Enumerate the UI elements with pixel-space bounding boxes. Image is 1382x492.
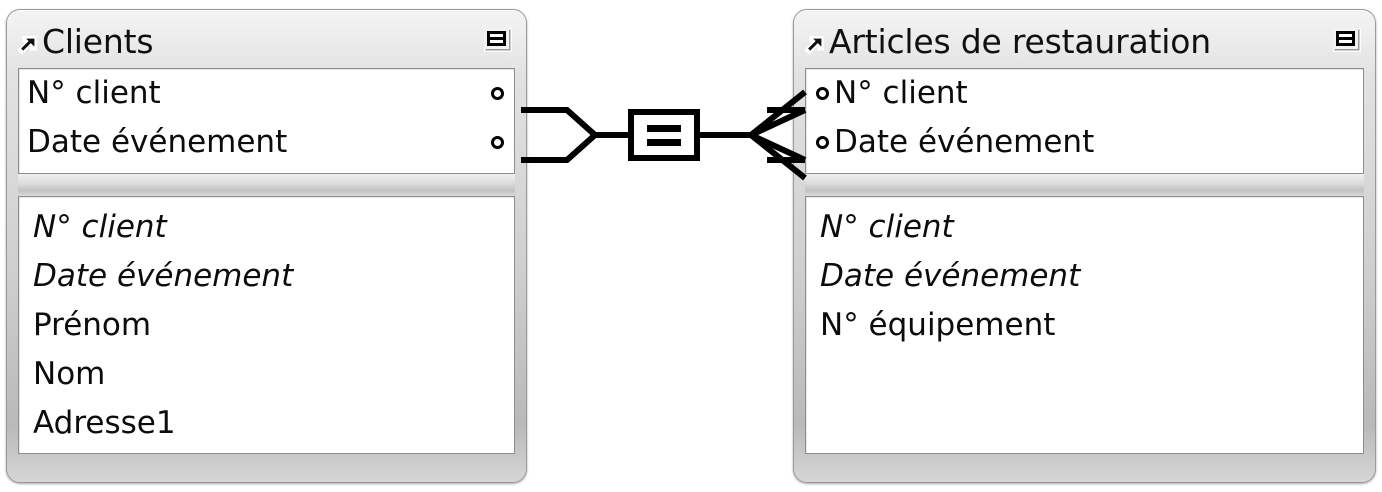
- key-field-label: N° client: [834, 75, 968, 111]
- entity-title: Articles de restauration: [829, 21, 1211, 61]
- attribute-label: Date événement: [820, 258, 1081, 294]
- key-field-label: Date événement: [27, 124, 288, 160]
- attribute-label: Nom: [33, 356, 106, 392]
- list-view-icon[interactable]: [483, 27, 513, 53]
- key-dot-icon: [816, 87, 829, 100]
- entity-inner: Articles de restauration N° client D: [804, 16, 1364, 471]
- key-field-row[interactable]: Date événement: [806, 118, 1363, 167]
- key-field-label: N° client: [27, 75, 161, 111]
- key-fields-section: N° client Date événement: [805, 68, 1364, 174]
- key-field-row[interactable]: Date événement: [19, 118, 514, 167]
- entity-panel-articles-de-restauration[interactable]: Articles de restauration N° client D: [793, 9, 1376, 483]
- attribute-list: N° client Date événement N° équipement: [806, 197, 1363, 350]
- attribute-fields-section: N° client Date événement N° équipement: [805, 196, 1364, 454]
- key-field-row[interactable]: N° client: [806, 69, 1363, 118]
- list-item[interactable]: Date événement: [33, 252, 504, 301]
- list-item[interactable]: Nom: [33, 350, 504, 399]
- key-field-label: Date événement: [834, 124, 1095, 160]
- entity-titlebar[interactable]: Clients: [17, 16, 515, 68]
- list-item[interactable]: Date événement: [820, 252, 1353, 301]
- key-dot-icon: [491, 136, 504, 149]
- list-item[interactable]: N° équipement: [820, 301, 1353, 350]
- attribute-label: Prénom: [33, 307, 152, 343]
- attribute-label: N° client: [820, 209, 954, 245]
- list-view-icon[interactable]: [1332, 27, 1362, 53]
- list-item[interactable]: N° client: [820, 203, 1353, 252]
- relationship-connector[interactable]: [505, 80, 835, 210]
- entity-title: Clients: [42, 21, 154, 61]
- key-field-row[interactable]: N° client: [19, 69, 514, 118]
- list-item[interactable]: Prénom: [33, 301, 504, 350]
- key-dot-icon: [816, 136, 829, 149]
- one-cardinality-upper: [521, 107, 597, 138]
- arrow-up-right-icon[interactable]: [17, 31, 40, 55]
- key-dot-icon: [491, 87, 504, 100]
- attribute-label: Adresse1: [33, 405, 176, 441]
- key-fields-section: N° client Date événement: [18, 68, 515, 174]
- section-divider: [805, 174, 1364, 196]
- attribute-label: Date événement: [33, 258, 294, 294]
- entity-panel-clients[interactable]: Clients N° client Date événement: [6, 9, 527, 483]
- list-item[interactable]: Adresse1: [33, 399, 504, 448]
- section-divider: [18, 174, 515, 196]
- entity-inner: Clients N° client Date événement: [17, 16, 515, 471]
- one-cardinality-lower: [521, 132, 597, 163]
- entity-titlebar[interactable]: Articles de restauration: [804, 16, 1364, 68]
- list-item[interactable]: N° client: [33, 203, 504, 252]
- attribute-label: N° client: [33, 209, 167, 245]
- attribute-fields-section: N° client Date événement Prénom Nom Adre…: [18, 196, 515, 454]
- equals-box-icon: [628, 109, 700, 161]
- attribute-label: N° équipement: [820, 307, 1056, 343]
- attribute-list: N° client Date événement Prénom Nom Adre…: [19, 197, 514, 448]
- arrow-up-right-icon[interactable]: [804, 31, 827, 55]
